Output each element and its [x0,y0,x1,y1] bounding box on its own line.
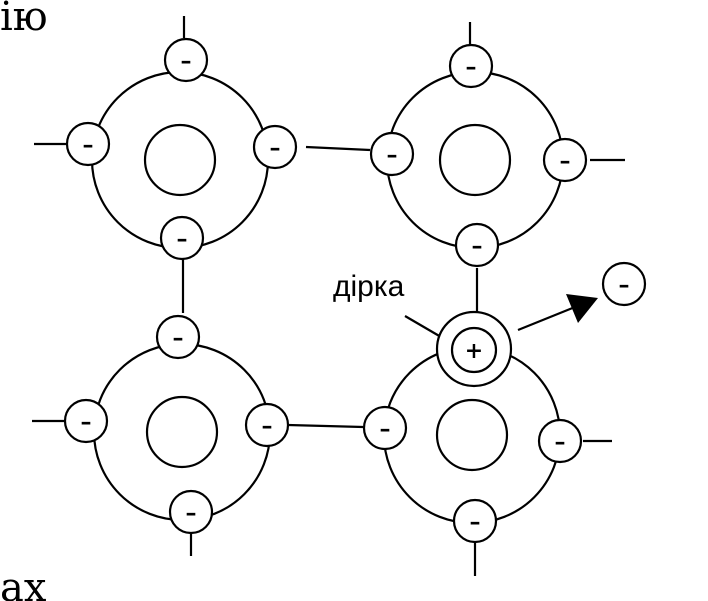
electron-sign: – [81,409,92,435]
atom-core [435,398,509,472]
electron-sign: – [466,54,477,80]
electron [362,405,408,451]
electron-sign: – [173,325,184,351]
electron-sign: – [83,132,94,158]
hole [450,326,498,374]
electron [369,131,415,177]
electron-sign: – [472,233,483,259]
electron [537,418,583,464]
atom-core [143,123,217,197]
free-electron [601,261,647,307]
free-electron-sign: – [619,272,630,298]
electron [159,215,205,261]
top-left-text-fragment: ію [0,0,48,40]
electron [452,498,498,544]
electron-sign: – [177,226,188,252]
electron-arrow-line [517,305,576,332]
electron-sign: – [380,416,391,442]
electron [65,121,111,167]
hole-charge-sign: + [465,338,483,364]
bottom-left-text-fragment: ах [0,565,47,601]
bond-line [305,145,371,152]
electron-sign: – [387,142,398,168]
electron [542,137,588,183]
electron-sign: – [270,135,281,161]
atom-shell [385,70,565,250]
electron-sign: – [186,500,197,526]
electron-sign: – [470,509,481,535]
electron [244,402,290,448]
electron [168,489,214,535]
atom-core [438,123,512,197]
electron [252,124,298,170]
electron [454,222,500,268]
electron-sign: – [560,148,571,174]
electron-arrow-head [566,294,598,323]
electron [155,314,201,360]
hole-label: дірка [333,270,405,303]
electron-sign: – [181,48,192,74]
atom-core [145,395,219,469]
bond-line [287,423,364,429]
electron [163,37,209,83]
hole-pointer-line [404,315,442,338]
electron [448,43,494,89]
electron-sign: – [262,413,273,439]
electron-sign: – [555,429,566,455]
electron [63,398,109,444]
